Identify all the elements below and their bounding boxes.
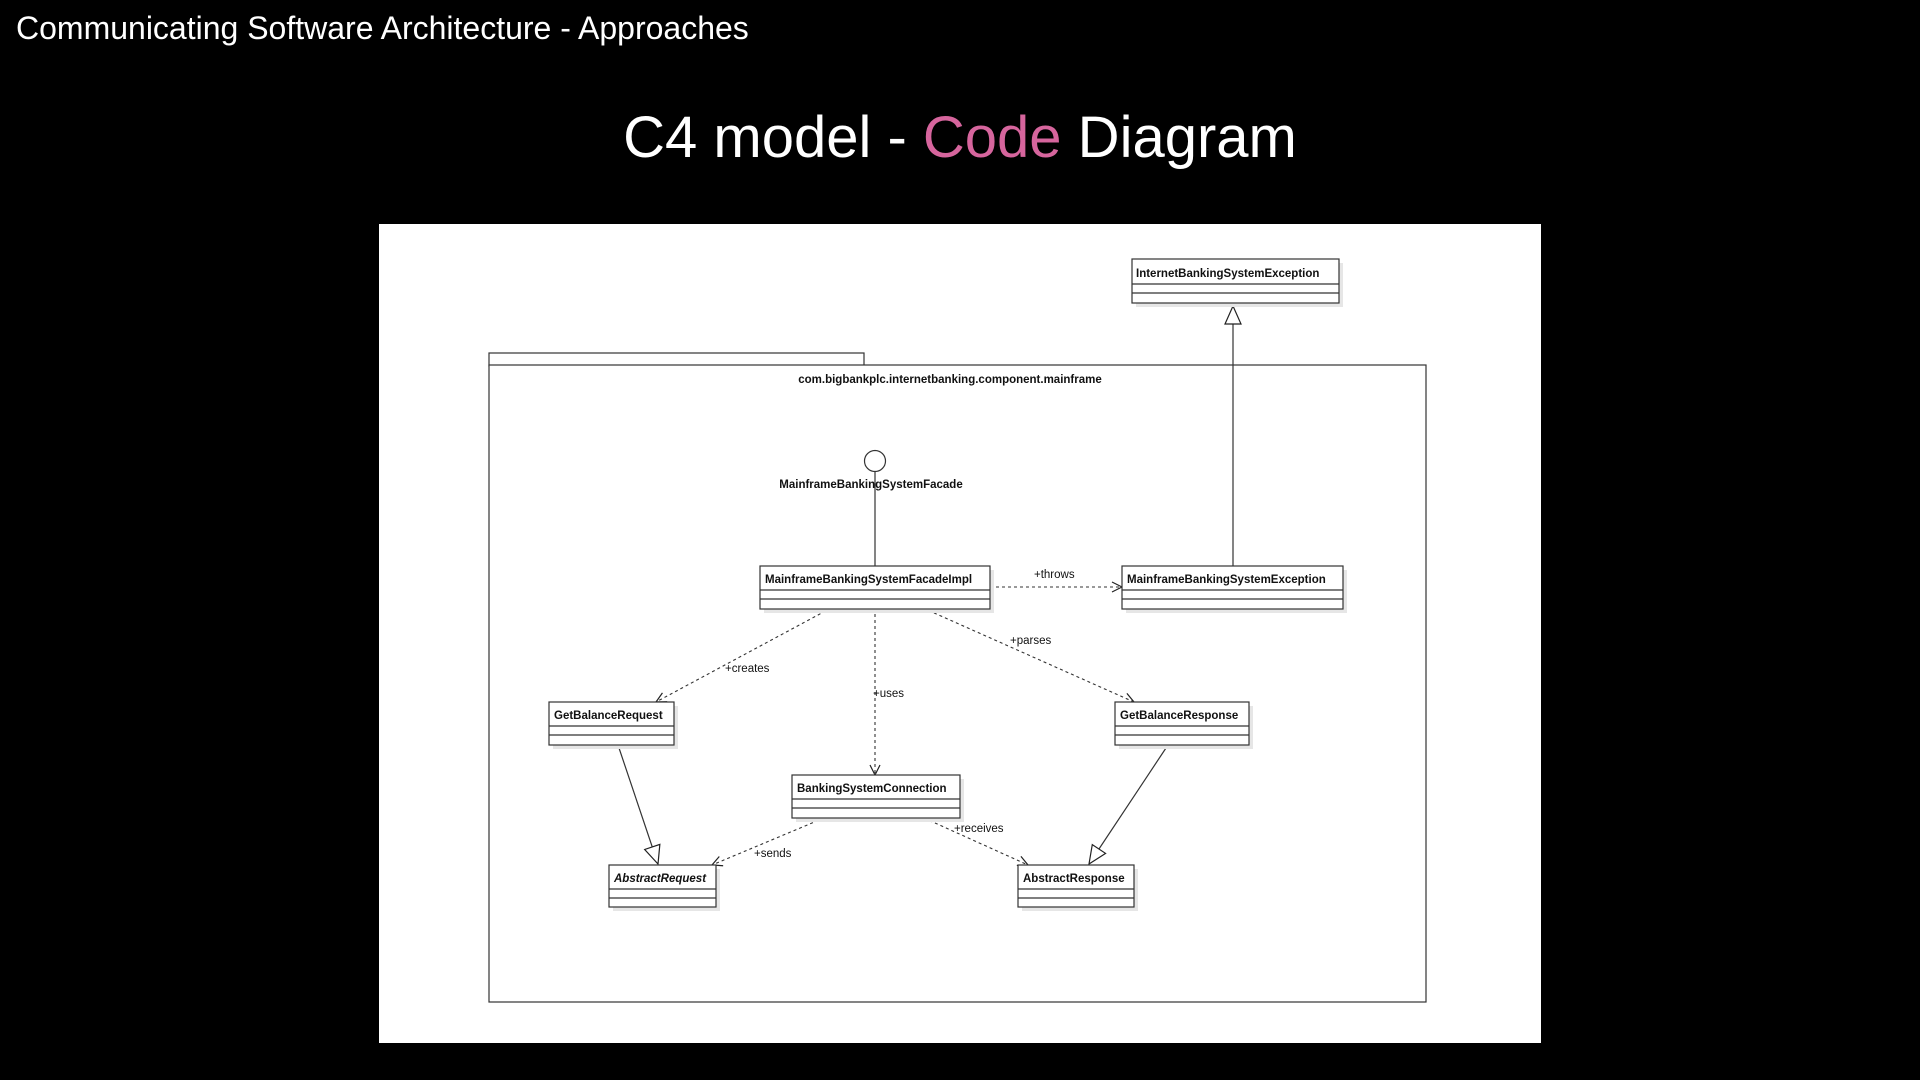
class-abstract-response: AbstractResponse bbox=[1017, 864, 1138, 911]
class-internet-banking-system-exception: InternetBankingSystemException bbox=[1131, 258, 1343, 307]
label-parses: +parses bbox=[1010, 635, 1051, 647]
title-prefix: C4 model - bbox=[623, 105, 923, 170]
interface-circle bbox=[863, 449, 887, 473]
relation-sends bbox=[712, 817, 825, 865]
label-uses: +uses bbox=[873, 688, 904, 700]
class-get-balance-response: GetBalanceResponse bbox=[1114, 701, 1253, 749]
package-tab bbox=[488, 352, 865, 367]
label-receives: +receives bbox=[954, 823, 1004, 835]
relation-receives bbox=[923, 817, 1028, 865]
class-name: AbstractResponse bbox=[1023, 873, 1125, 885]
class-name: MainframeBankingSystemException bbox=[1127, 574, 1326, 586]
class-abstract-request: AbstractRequest bbox=[608, 864, 720, 911]
class-get-balance-request: GetBalanceRequest bbox=[548, 701, 678, 749]
generalization-response bbox=[1089, 744, 1169, 864]
relations bbox=[617, 306, 1233, 865]
class-facade-impl: MainframeBankingSystemFacadeImpl bbox=[759, 565, 994, 613]
code-diagram: com.bigbankplc.internetbanking.component… bbox=[379, 224, 1541, 1043]
class-name: BankingSystemConnection bbox=[797, 783, 947, 795]
class-mainframe-exception: MainframeBankingSystemException bbox=[1121, 565, 1347, 613]
interface-name: MainframeBankingSystemFacade bbox=[779, 479, 962, 491]
slide-title: C4 model - Code Diagram bbox=[0, 103, 1920, 173]
relation-parses bbox=[922, 607, 1134, 702]
uml-class-diagram: com.bigbankplc.internetbanking.component… bbox=[488, 258, 1427, 1003]
class-name: GetBalanceRequest bbox=[554, 710, 663, 722]
class-name: AbstractRequest bbox=[613, 873, 707, 885]
interface-lollipop: MainframeBankingSystemFacade bbox=[779, 449, 963, 566]
relation-labels: +throws +creates +uses +parses +sends +r… bbox=[725, 569, 1075, 860]
label-throws: +throws bbox=[1034, 569, 1075, 581]
slide-header: Communicating Software Architecture - Ap… bbox=[16, 10, 749, 46]
label-sends: +sends bbox=[754, 848, 792, 860]
package-name: com.bigbankplc.internetbanking.component… bbox=[798, 374, 1102, 386]
class-name: GetBalanceResponse bbox=[1120, 710, 1238, 722]
title-accent: Code bbox=[922, 105, 1062, 170]
class-banking-system-connection: BankingSystemConnection bbox=[791, 774, 964, 822]
class-name: MainframeBankingSystemFacadeImpl bbox=[765, 574, 972, 586]
class-name: InternetBankingSystemException bbox=[1136, 268, 1319, 280]
label-creates: +creates bbox=[725, 663, 770, 675]
generalization-request bbox=[617, 744, 658, 864]
title-suffix: Diagram bbox=[1061, 105, 1297, 170]
